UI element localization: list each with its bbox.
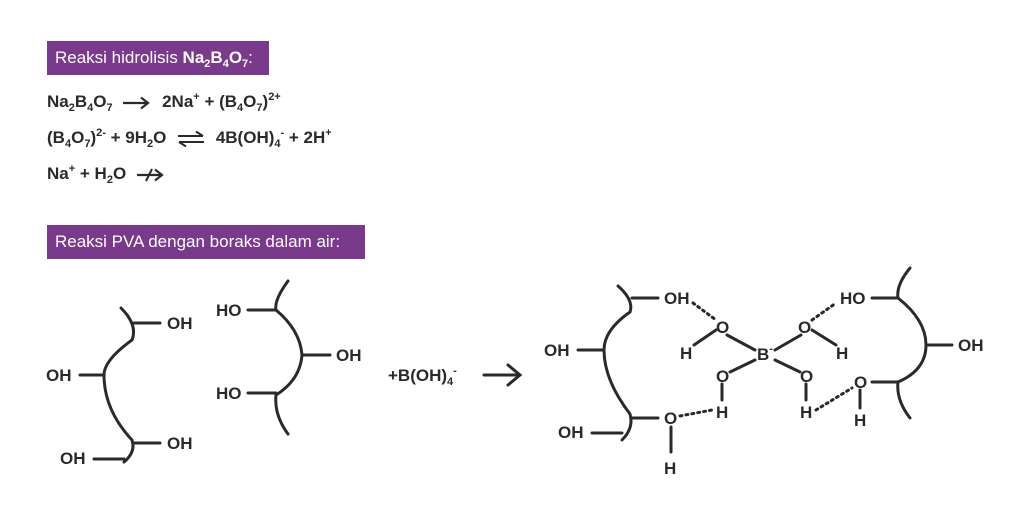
equation-3: Na+ + H2O — [47, 163, 171, 186]
oh-label: OH — [167, 434, 193, 453]
reagent-label: +B(OH)4- — [388, 365, 457, 388]
no-reaction-arrow — [136, 168, 164, 181]
equilibrium-arrow — [178, 130, 205, 147]
oh-label: OH — [336, 346, 362, 365]
hydrogen-bond — [678, 408, 714, 418]
h-label: H — [800, 403, 812, 422]
hydrogen-bond — [814, 386, 854, 412]
ho-label: HO — [216, 301, 242, 320]
h-label: H — [664, 459, 676, 478]
scheme-arrow-head — [506, 363, 523, 387]
o-label: O — [798, 318, 811, 337]
o-label: O — [664, 409, 677, 428]
o-label: O — [716, 318, 729, 337]
h-label: H — [836, 344, 848, 363]
ho-label: HO — [216, 384, 242, 403]
h-label: H — [854, 411, 866, 430]
pva-chain-1-backbone — [102, 306, 136, 464]
oh-label: OH — [60, 449, 86, 468]
pva-chain-2-backbone — [274, 279, 304, 436]
hydrogen-bond — [810, 301, 838, 322]
o-label: O — [854, 373, 867, 392]
oh-label: OH — [558, 423, 584, 442]
o-label: O — [716, 367, 729, 386]
pva-reaction-header: Reaksi PVA dengan boraks dalam air: — [47, 225, 365, 259]
h-label: H — [716, 403, 728, 422]
oh-label: OH — [958, 336, 984, 355]
pva-reaction-header-text: Reaksi PVA dengan boraks dalam air: — [55, 232, 341, 251]
oh-label: OH — [664, 289, 690, 308]
product-right-chain — [896, 266, 928, 420]
reaction-arrow — [123, 96, 151, 109]
hydrolysis-header-formula: Na2B4O7 — [182, 48, 249, 70]
oh-label: OH — [544, 341, 570, 360]
product-left-chain — [602, 284, 633, 442]
boron-label: B- — [757, 343, 773, 364]
hydrolysis-header-prefix: Reaksi hidrolisis — [55, 48, 183, 67]
equation-2: (B4O7)2- + 9H2O 4B(OH)4- + 2H+ — [47, 127, 332, 150]
h-label: H — [680, 344, 692, 363]
ho-label: HO — [840, 289, 866, 308]
oh-label: OH — [167, 314, 193, 333]
o-label: O — [800, 367, 813, 386]
hydrogen-bond — [691, 301, 718, 322]
oh-label: OH — [46, 366, 72, 385]
hydrolysis-header: Reaksi hidrolisis Na2B4O7: — [47, 41, 269, 75]
equation-1: Na2B4O7 2Na+ + (B4O7)2+ — [47, 91, 281, 114]
